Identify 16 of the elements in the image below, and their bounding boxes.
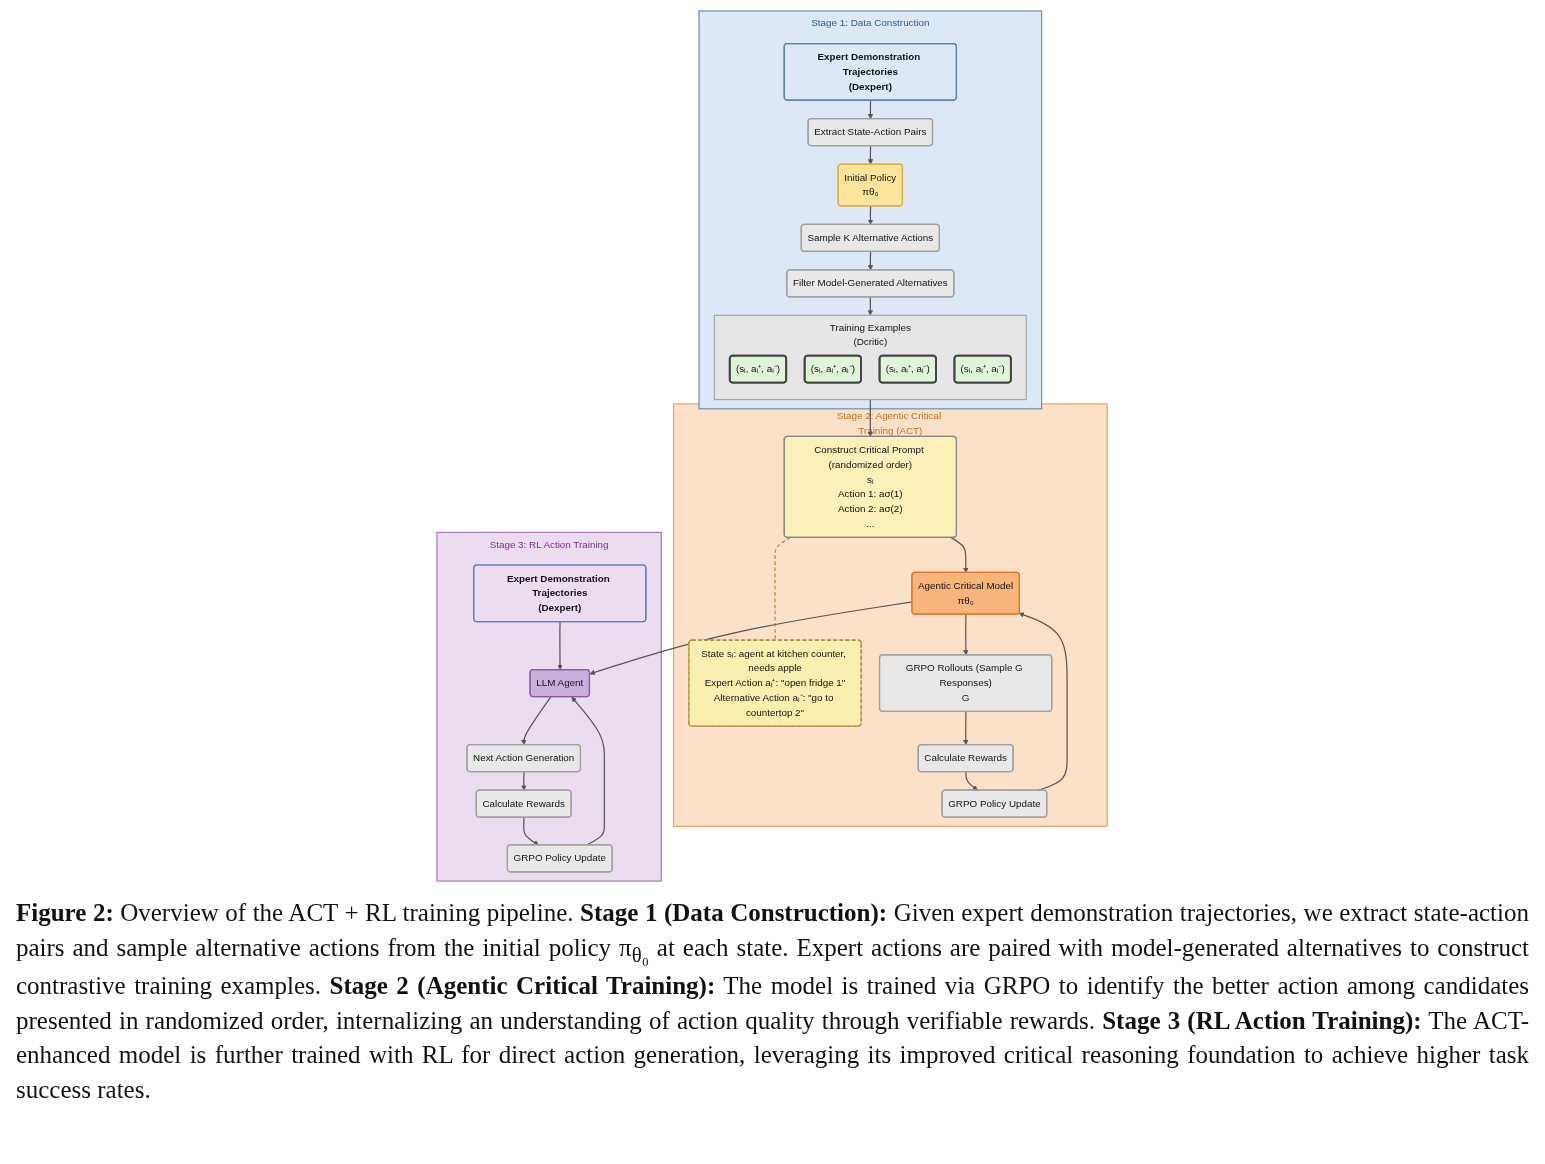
- arrow: [557, 621, 564, 671]
- arrow: [868, 99, 874, 120]
- arrow: [951, 537, 970, 573]
- arrow: [868, 205, 874, 225]
- arrow: [963, 711, 969, 746]
- arrow: [521, 771, 528, 791]
- arrow: [521, 696, 552, 746]
- arrow: [868, 296, 874, 316]
- arrow: [963, 613, 970, 656]
- arrow: [571, 696, 606, 846]
- figure-caption: Figure 2: Overview of the ACT + RL training pipeline. Stage 1 (Data Construction): Given expert demonstration trajectories, we extract state-action pairs and sample alternative actions from the initial policy π$_{θ₀}$ at each state. Expert actions are paired with model-generated alternatives to construct contrastive training examples. Stage 2 (Agentic Critical Training): The model is trained via GRPO to identify the better action among candidates presented in randomized order, internalizing an understanding of action quality through verifiable rewards. Stage 3 (RL Action Training): The ACT-enhanced model is further trained with RL for direct action generation, leveraging its improved critical reasoning foundation to achieve higher task success rates.: [16, 898, 1529, 1105]
- arrow: [868, 251, 874, 271]
- arrow: [1019, 612, 1069, 791]
- arrow: [523, 816, 540, 846]
- arrow: [965, 771, 979, 791]
- arrow: [868, 145, 874, 165]
